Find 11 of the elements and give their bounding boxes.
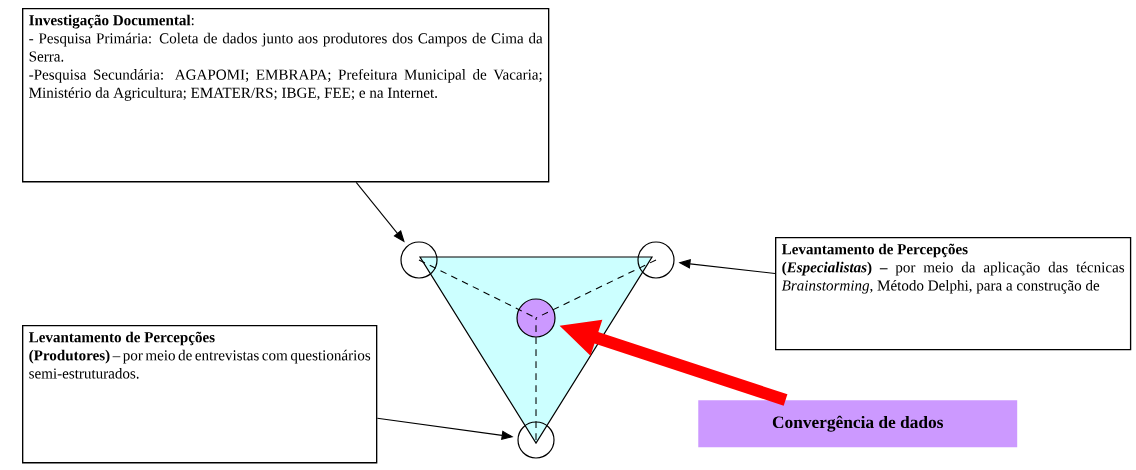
dashed-line bbox=[535, 317, 537, 441]
circle-marker bbox=[517, 421, 555, 459]
dashed-line bbox=[418, 259, 537, 319]
circle-marker bbox=[516, 298, 556, 338]
text-box: Levantamento de Percepções (Produtores) – por meio de entrevistas com questionários semi-estruturados. bbox=[22, 325, 378, 464]
text-box: Investigação Documental: - Pesquisa Primária: Coleta de dados junto aos produtores dos Campos de Cima da Serra. -Pesquisa Secundária: AGAPOMI; EMBRAPA; Prefeitura Municipal de Vacaria; Ministério da Agricultura; EMATER/RS; IBGE, FEE; e na Internet. bbox=[22, 8, 550, 183]
text-box: Levantamento de Percepções (Especialistas) – por meio da aplicação das técnicas Brainstorming, Método Delphi, para a construção de bbox=[775, 237, 1132, 351]
circle-marker bbox=[637, 241, 675, 279]
circle-marker bbox=[400, 241, 438, 279]
label-box: Convergência de dados bbox=[698, 400, 1018, 448]
dashed-line bbox=[535, 259, 657, 319]
